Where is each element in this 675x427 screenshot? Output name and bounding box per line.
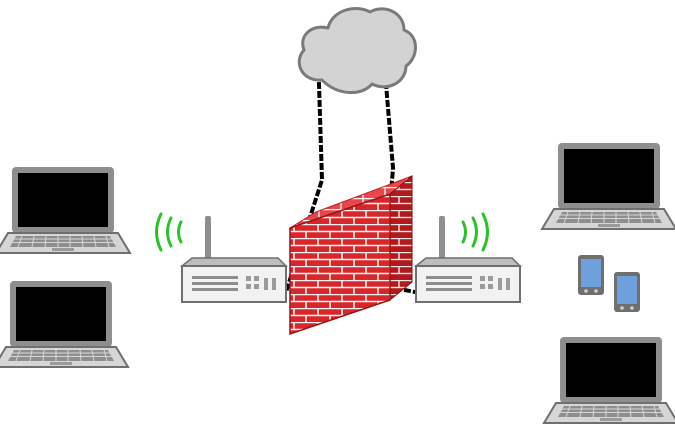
wifi-signal-icon bbox=[461, 212, 489, 252]
laptop-icon bbox=[541, 142, 675, 230]
wireless-router-icon bbox=[415, 215, 521, 303]
laptop-icon bbox=[0, 280, 129, 368]
wifi-signal-icon bbox=[155, 212, 183, 252]
cloud-icon bbox=[297, 7, 417, 94]
brick-firewall-icon bbox=[289, 174, 413, 336]
smartphone-icon bbox=[614, 272, 640, 312]
wireless-router-icon bbox=[181, 215, 287, 303]
laptop-icon bbox=[543, 336, 675, 424]
smartphone-icon bbox=[578, 255, 604, 295]
laptop-icon bbox=[0, 166, 131, 254]
